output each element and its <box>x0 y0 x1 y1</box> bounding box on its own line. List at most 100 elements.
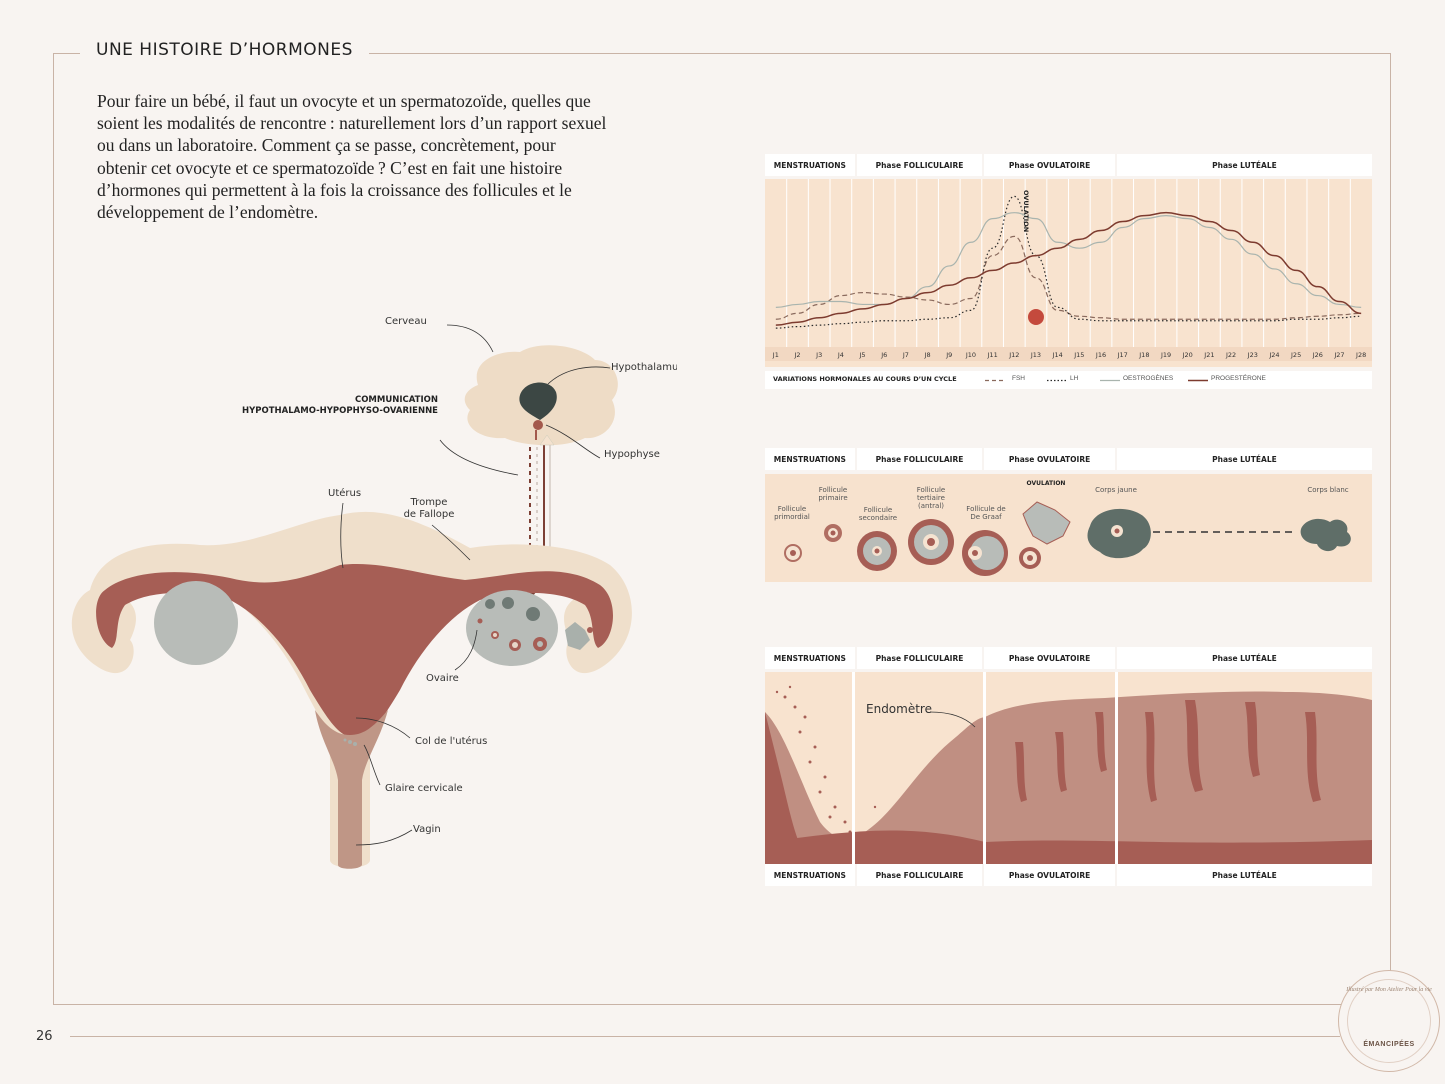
x-tick-label-j9: J9 <box>945 351 952 359</box>
corps-blanc <box>1300 518 1351 552</box>
x-tick-label-j3: J3 <box>815 351 822 359</box>
series-line-progestérone <box>775 211 1362 326</box>
label-follicle-primaire: Follicule primaire <box>818 486 848 502</box>
endometrium-phase-footer: MENSTRUATIONS Phase FOLLICULAIRE Phase O… <box>765 864 1372 886</box>
x-axis-band <box>765 347 1372 361</box>
follicle-illustrations <box>784 501 1351 576</box>
phase-folliculaire: Phase FOLLICULAIRE <box>857 448 985 470</box>
phase-menstruations: MENSTRUATIONS <box>765 647 857 669</box>
endometrium-phase-header: MENSTRUATIONS Phase FOLLICULAIRE Phase O… <box>765 647 1372 669</box>
phase-folliculaire: Phase FOLLICULAIRE <box>857 647 985 669</box>
hormone-legend: VARIATIONS HORMONALES AU COURS D’UN CYCL… <box>765 371 1372 389</box>
x-tick-label-j1: J1 <box>772 351 779 359</box>
label-ovaire: Ovaire <box>426 673 459 684</box>
follicle-de-graaf <box>962 530 1008 576</box>
x-tick-label-j7: J7 <box>902 351 909 359</box>
phase-ovulatoire: Phase OVULATOIRE <box>984 864 1117 886</box>
legend-oestrogenes: OESTROGÈNES <box>1123 375 1174 382</box>
follicle-tertiaire <box>908 519 954 565</box>
x-tick-label-j18: J18 <box>1138 351 1149 359</box>
footer-divider <box>70 1036 1340 1037</box>
publisher-seal: Illustré par Mon Atelier Pour la vie ÉMA… <box>1338 970 1440 1072</box>
legend-progesterone: PROGESTÉRONE <box>1211 375 1266 382</box>
x-tick-label-j11: J11 <box>987 351 998 359</box>
series-line-lh <box>775 195 1362 329</box>
seal-credit: Illustré par Mon Atelier Pour la vie <box>1346 987 1432 993</box>
ovulation-marker <box>1027 309 1044 325</box>
follicle-primaire <box>824 524 842 542</box>
label-follicle-primordial: Follicule primordial <box>774 505 810 521</box>
legend-swatch-fsh <box>985 379 1005 382</box>
phase-menstruations: MENSTRUATIONS <box>765 864 857 886</box>
x-tick-label-j12: J12 <box>1008 351 1019 359</box>
legend-title: VARIATIONS HORMONALES AU COURS D’UN CYCL… <box>773 375 957 383</box>
phase-ovulatoire: Phase OVULATOIRE <box>984 647 1117 669</box>
phase-folliculaire: Phase FOLLICULAIRE <box>857 864 985 886</box>
phase-ovulatoire: Phase OVULATOIRE <box>984 154 1117 176</box>
label-col: Col de l'utérus <box>415 736 488 747</box>
phase-luteale: Phase LUTÉALE <box>1212 160 1277 170</box>
corps-jaune <box>1087 508 1151 559</box>
ovulation-follicle <box>1019 501 1071 569</box>
hormone-phase-header: MENSTRUATIONS Phase FOLLICULAIRE Phase O… <box>765 154 1372 176</box>
phase-folliculaire: Phase FOLLICULAIRE <box>857 154 985 176</box>
intro-paragraph: Pour faire un bébé, il faut un ovocyte e… <box>97 91 607 223</box>
x-tick-label-j6: J6 <box>880 351 887 359</box>
ovulation-label: OVULATION <box>1022 190 1030 233</box>
label-follicle-secondaire: Follicule secondaire <box>858 506 898 522</box>
x-tick-label-j17: J17 <box>1117 351 1128 359</box>
x-tick-label-j8: J8 <box>924 351 931 359</box>
x-tick-label-j2: J2 <box>793 351 800 359</box>
page-number: 26 <box>36 1029 53 1044</box>
x-tick-label-j16: J16 <box>1095 351 1106 359</box>
legend-fsh: FSH <box>1012 375 1025 382</box>
x-tick-label-j26: J26 <box>1312 351 1323 359</box>
phase-menstruations: MENSTRUATIONS <box>765 154 857 176</box>
label-vagin: Vagin <box>413 824 441 835</box>
x-tick-label-j5: J5 <box>859 351 866 359</box>
label-trompe: Trompe de Fallope <box>403 497 455 520</box>
page-frame <box>53 53 1391 1005</box>
x-tick-label-j4: J4 <box>837 351 844 359</box>
x-tick-label-j14: J14 <box>1052 351 1063 359</box>
label-corps-jaune: Corps jaune <box>1095 486 1137 494</box>
phase-luteale: Phase LUTÉALE <box>1212 653 1277 663</box>
page-title: UNE HISTOIRE D’HORMONES <box>96 40 353 60</box>
label-hypophyse: Hypophyse <box>604 449 660 460</box>
label-follicle-tertiaire: Follicule tertiaire (antral) <box>916 486 946 510</box>
brain-illustration <box>464 345 618 446</box>
phase-menstruations: MENSTRUATIONS <box>765 448 857 470</box>
title-wrap: UNE HISTOIRE D’HORMONES <box>80 40 369 60</box>
label-glaire: Glaire cervicale <box>385 783 463 794</box>
label-corps-blanc: Corps blanc <box>1307 486 1349 494</box>
x-tick-label-j10: J10 <box>965 351 976 359</box>
x-tick-label-j25: J25 <box>1290 351 1301 359</box>
follicle-secondaire <box>857 531 897 571</box>
x-tick-label-j13: J13 <box>1030 351 1041 359</box>
legend-swatch-progesterone <box>1188 379 1208 382</box>
label-communication: COMMUNICATION HYPOTHALAMO-HYPOPHYSO-OVAR… <box>242 395 438 416</box>
label-hypothalamus: Hypothalamus <box>611 362 677 373</box>
x-tick-label-j20: J20 <box>1182 351 1193 359</box>
label-uterus: Utérus <box>328 488 362 499</box>
phase-ovulatoire: Phase OVULATOIRE <box>984 448 1117 470</box>
legend-swatch-oestrogenes <box>1100 379 1120 382</box>
seal-label: ÉMANCIPÉES <box>1363 1041 1415 1048</box>
x-tick-label-j27: J27 <box>1333 351 1344 359</box>
phase-luteale: Phase LUTÉALE <box>1212 870 1277 880</box>
x-tick-label-j23: J23 <box>1247 351 1258 359</box>
x-tick-label-j22: J22 <box>1225 351 1236 359</box>
x-tick-label-j21: J21 <box>1203 351 1214 359</box>
x-tick-label-j19: J19 <box>1160 351 1171 359</box>
legend-lh: LH <box>1070 375 1079 382</box>
series-line-fsh <box>775 235 1362 320</box>
follicle-primordial <box>784 544 802 562</box>
phase-luteale: Phase LUTÉALE <box>1212 454 1277 464</box>
x-tick-label-j24: J24 <box>1268 351 1279 359</box>
endometrium-illustration <box>765 672 1372 864</box>
label-ovulation: OVULATION <box>1026 480 1066 487</box>
follicle-phase-header: MENSTRUATIONS Phase FOLLICULAIRE Phase O… <box>765 448 1372 470</box>
label-follicle-de-graaf: Follicule de De Graaf <box>966 505 1006 521</box>
